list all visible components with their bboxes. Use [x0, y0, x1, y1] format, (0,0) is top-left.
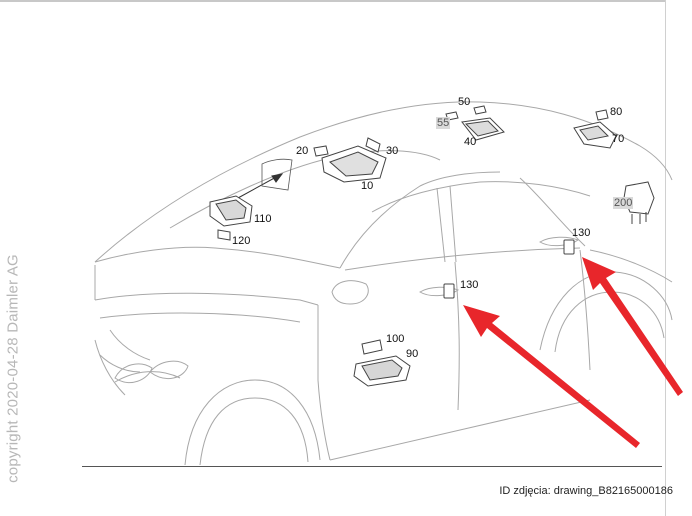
red-arrow-rear: [582, 257, 683, 396]
bottom-divider: [82, 466, 662, 467]
rear-door-line: [579, 249, 591, 371]
front-wing: [99, 354, 141, 373]
car-body-outline: [94, 101, 673, 466]
callout-80: 80: [610, 106, 623, 118]
part-130-front-switch: [443, 283, 455, 299]
copyright-watermark: copyright 2020-04-28 Daimler AG: [4, 254, 22, 483]
grille-outline: [114, 371, 181, 383]
callout-90: 90: [406, 348, 419, 360]
photo-id-caption: ID zdjęcia: drawing_B82165000186: [499, 485, 673, 497]
callout-20: 20: [296, 145, 309, 157]
front-door-line: [317, 305, 331, 461]
part-100-bulb: [361, 339, 383, 355]
callout-200: 200: [613, 197, 634, 209]
front-door-handle: [419, 286, 460, 297]
front-wheel: [199, 397, 309, 466]
part-20-bulb: [313, 145, 329, 157]
front-fascia: [109, 329, 151, 361]
part-50-bulb: [473, 105, 487, 115]
callout-100: 100: [386, 333, 405, 345]
callout-120: 120: [232, 235, 251, 247]
part-120-bulb: [217, 229, 231, 241]
callout-50: 50: [458, 96, 471, 108]
part-130-rear-switch: [563, 239, 575, 255]
headlight-left: [114, 363, 153, 383]
callout-55: 55: [436, 117, 451, 129]
red-arrows: [463, 257, 683, 448]
mirror: [331, 280, 369, 305]
rear-quarter: [589, 249, 673, 283]
callout-110: 110: [254, 213, 272, 225]
right-border: [665, 0, 666, 516]
a-pillar: [339, 171, 501, 269]
c-pillar: [519, 177, 586, 247]
rear-door-handle: [539, 236, 580, 247]
parts-sketches: [209, 105, 655, 387]
b-pillar-2: [449, 185, 457, 263]
part-80-bulb: [595, 109, 609, 121]
door-split: [454, 261, 460, 411]
callout-40: 40: [464, 136, 477, 148]
window-frame-top: [371, 181, 591, 213]
callout-70: 70: [612, 133, 625, 145]
windshield-bottom: [94, 246, 341, 269]
b-pillar: [436, 187, 446, 263]
pointer-arrow: [237, 158, 293, 199]
front-wheel-arch: [184, 379, 321, 466]
part-30-bulb: [365, 137, 381, 153]
callout-130-front: 130: [460, 279, 479, 291]
callout-30: 30: [386, 145, 399, 157]
roof-line: [94, 101, 673, 263]
top-border: [0, 0, 666, 2]
bumper-front: [94, 339, 126, 396]
callout-130-rear: 130: [572, 227, 591, 239]
callout-10: 10: [361, 180, 374, 192]
side-sill: [329, 399, 591, 461]
side-window-bottom: [344, 247, 581, 271]
hood-crease: [99, 312, 301, 323]
headlight-right: [149, 360, 189, 380]
hood-line: [94, 292, 319, 306]
red-arrow-front: [463, 305, 640, 448]
